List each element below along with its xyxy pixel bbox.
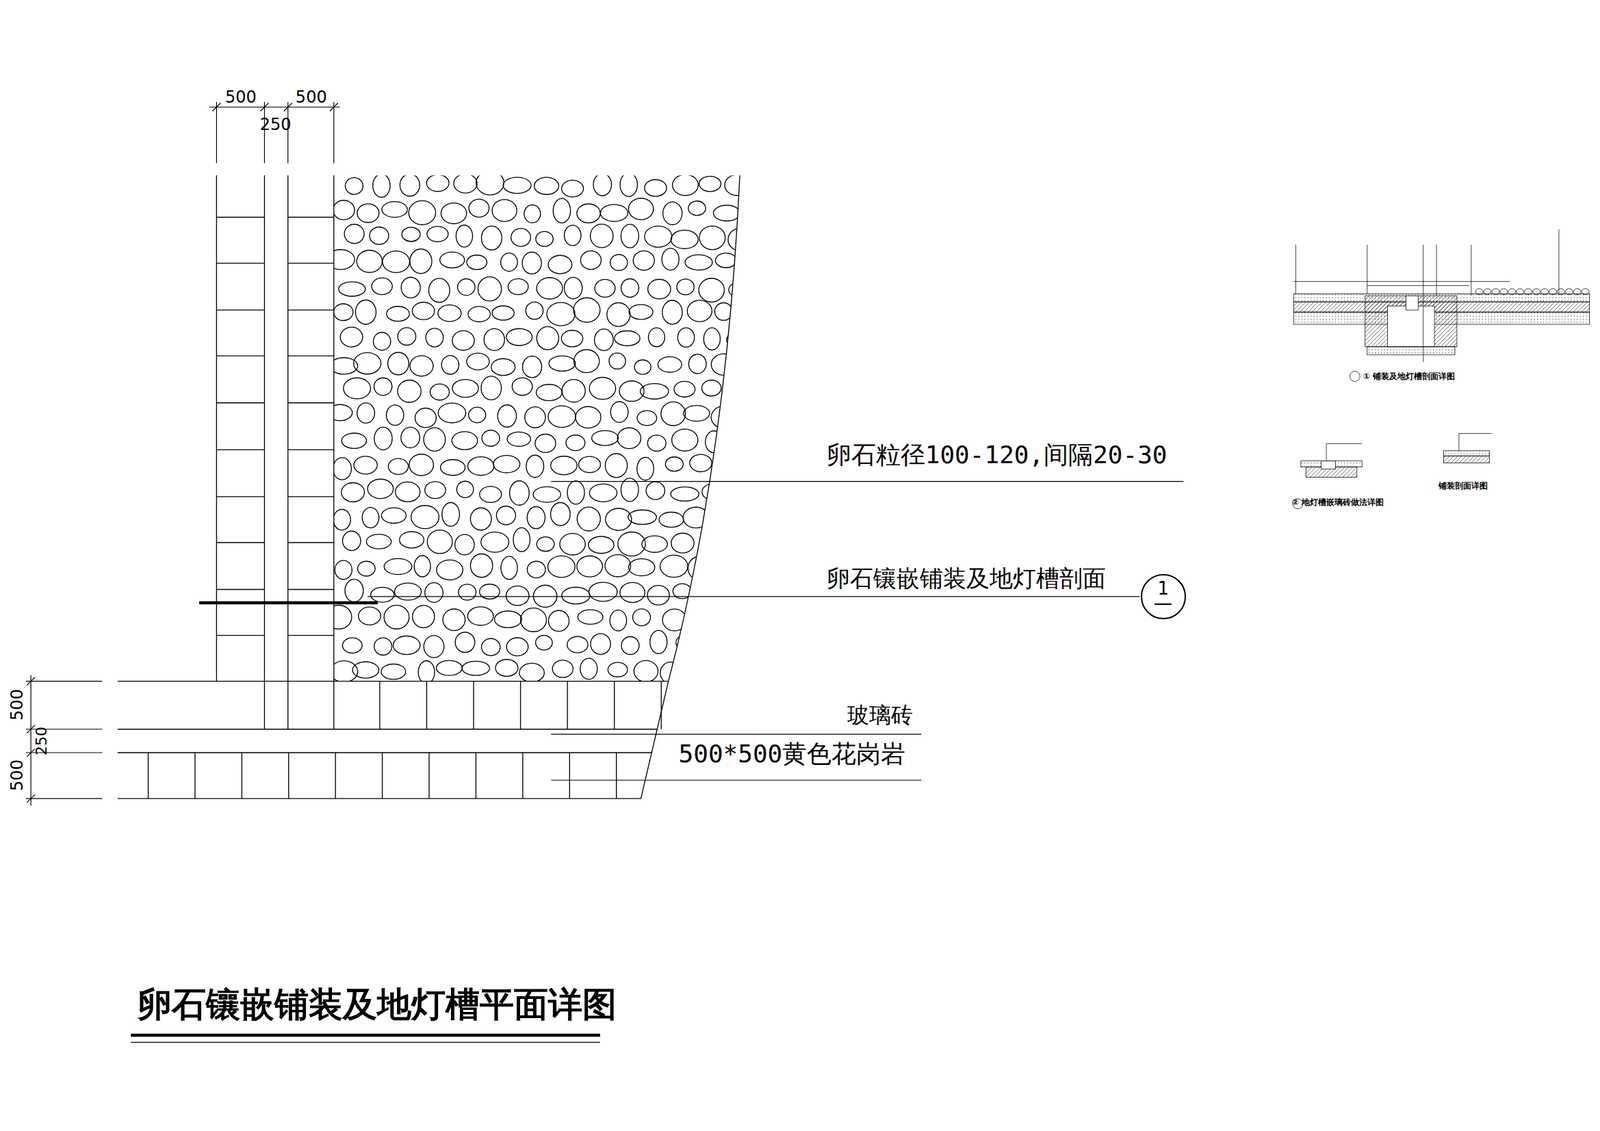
dimension: 500	[8, 759, 26, 792]
thumbnail-title: ② 地灯槽嵌璃砖做法详图	[1292, 498, 1384, 507]
pebble-field	[325, 171, 753, 684]
material-note: 500*500黄色花岗岩	[678, 741, 907, 767]
dimension: 500	[225, 88, 257, 106]
callout-number: 1	[1142, 579, 1185, 598]
thumbnail-title: ① 铺装及地灯槽剖面详图	[1363, 372, 1455, 381]
material-note: 玻璃砖	[847, 704, 913, 727]
drawing-title: 卵石镶嵌铺装及地灯槽平面详图	[137, 987, 617, 1022]
dimension: 500	[8, 689, 26, 721]
section-callout: 1	[1140, 574, 1186, 620]
dimension: 250	[34, 726, 50, 756]
thumbnail-title: 铺装剖面详图	[1438, 481, 1488, 490]
dimension: 500	[295, 88, 328, 106]
leader-lines	[199, 481, 1184, 781]
paving-lines	[117, 175, 740, 799]
material-note: 卵石粒径100-120,间隔20-30	[826, 442, 1168, 468]
title-underline	[130, 1035, 601, 1043]
dimension-lines	[26, 101, 341, 806]
callout-bar	[1154, 603, 1172, 605]
section-note: 卵石镶嵌铺装及地灯槽剖面	[826, 566, 1106, 590]
section-thumbnail	[1293, 229, 1590, 382]
dimension: 250	[260, 116, 292, 133]
